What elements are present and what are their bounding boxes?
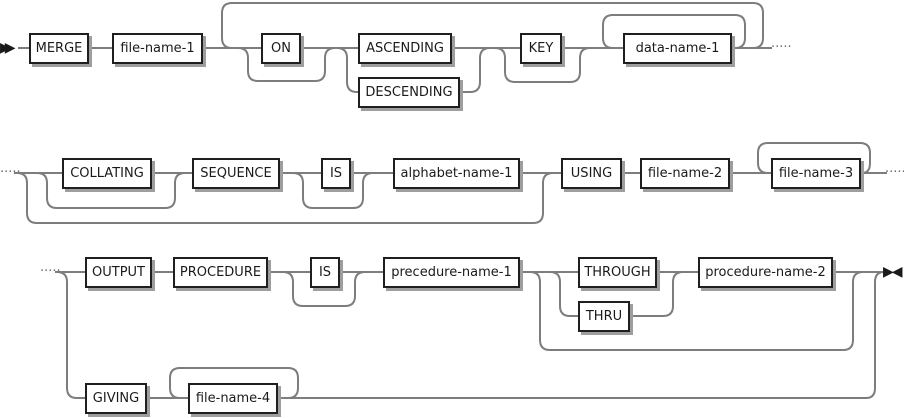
is1-bypass — [292, 172, 374, 209]
node-alphabet-name-1: alphabet-name-1 — [393, 158, 520, 189]
node-data-name-1: data-name-1 — [623, 33, 732, 64]
file-name-3-repeat-loop — [757, 142, 871, 174]
continuation-mark-row3-left: ····· — [40, 264, 61, 279]
giving-branch-rejoin — [865, 271, 885, 399]
giving-branch-in — [56, 271, 85, 399]
node-output: OUTPUT — [85, 257, 152, 288]
collating-clause-bypass — [16, 172, 554, 224]
collating-bypass — [36, 172, 186, 209]
descending-branch-in — [336, 47, 358, 93]
node-ascending: ASCENDING — [358, 33, 452, 64]
is2-bypass — [282, 271, 366, 307]
node-procedure: PROCEDURE — [173, 257, 268, 288]
node-file-name-2: file-name-2 — [640, 158, 730, 189]
continuation-mark-row2-left: ····· — [0, 165, 21, 180]
row1-data-name-repeat-loop — [602, 14, 746, 49]
node-key: KEY — [520, 33, 562, 64]
thru-branch-in — [549, 271, 578, 317]
node-collating: COLLATING — [62, 158, 152, 189]
row1-outer-repeat-loop — [221, 2, 764, 49]
node-procedure-name-2: procedure-name-2 — [698, 257, 833, 288]
file-name-4-repeat-loop — [169, 367, 299, 399]
node-merge: MERGE — [29, 33, 89, 64]
node-is-2: IS — [310, 257, 340, 288]
diagram-end-icon: ▶◀ — [883, 264, 902, 280]
key-bypass — [494, 47, 591, 83]
node-file-name-1: file-name-1 — [112, 33, 203, 64]
continuation-mark-row2-right: ····· — [885, 165, 904, 180]
node-precedure-name-1: precedure-name-1 — [383, 257, 520, 288]
diagram-start-icon: ▶▶ — [0, 40, 15, 56]
node-sequence: SEQUENCE — [192, 158, 280, 189]
node-file-name-4: file-name-4 — [188, 383, 278, 414]
node-descending: DESCENDING — [358, 77, 460, 108]
thru-branch-out — [630, 271, 684, 317]
continuation-mark-row1-right: ····· — [771, 40, 792, 55]
node-file-name-3: file-name-3 — [771, 158, 861, 189]
node-thru: THRU — [578, 301, 630, 332]
through-clause-bypass — [529, 271, 864, 351]
on-bypass — [237, 47, 336, 82]
node-using: USING — [561, 158, 622, 189]
node-through: THROUGH — [578, 257, 657, 288]
descending-branch-out — [460, 47, 491, 93]
node-giving: GIVING — [85, 383, 147, 414]
node-is-1: IS — [321, 158, 351, 189]
node-on: ON — [261, 33, 301, 64]
